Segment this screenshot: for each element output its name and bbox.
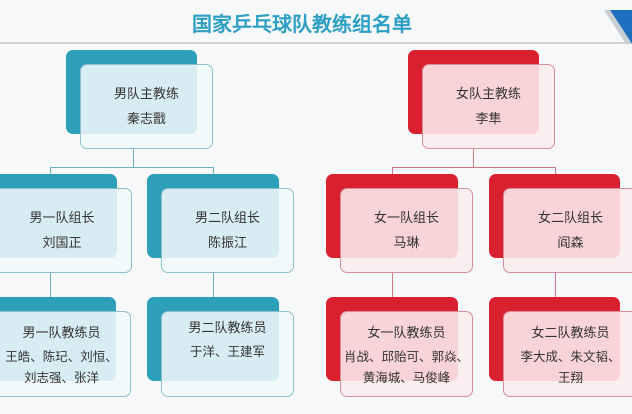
person-name: 刘国正 bbox=[42, 235, 82, 251]
role-label: 男二队教练员 bbox=[188, 321, 267, 336]
connector bbox=[392, 167, 393, 175]
role-label: 女一队组长 bbox=[373, 210, 439, 226]
role-label: 男二队组长 bbox=[194, 210, 260, 226]
role-label: 女一队教练员 bbox=[367, 325, 446, 341]
connector bbox=[555, 273, 556, 298]
connector bbox=[473, 149, 474, 168]
connector bbox=[213, 167, 214, 175]
person-name: 阎森 bbox=[557, 235, 584, 251]
coach-names: 黄海城、马俊峰 bbox=[362, 369, 451, 385]
coach-names: 王翔 bbox=[557, 369, 583, 385]
corner-decoration bbox=[604, 10, 632, 44]
connector bbox=[392, 167, 556, 168]
connector bbox=[133, 149, 134, 168]
role-label: 女二队组长 bbox=[537, 210, 603, 226]
person-name: 秦志戬 bbox=[126, 111, 166, 127]
coach-names: 刘志强、张洋 bbox=[23, 369, 99, 385]
connector bbox=[555, 167, 556, 175]
page-title: 国家乒乓球队教练组名单 bbox=[192, 12, 412, 36]
coach-names: 肖战、邱贻可、郭焱、 bbox=[343, 348, 469, 364]
connector bbox=[213, 273, 214, 298]
role-label: 男一队教练员 bbox=[22, 325, 101, 341]
coach-names: 王皓、陈玘、刘恒、 bbox=[5, 348, 118, 364]
role-label: 女队主教练 bbox=[455, 86, 521, 102]
connector bbox=[50, 167, 214, 168]
person-name: 陈振江 bbox=[207, 235, 247, 251]
coach-names: 于洋、王建军 bbox=[189, 344, 265, 359]
connector bbox=[392, 273, 393, 298]
title-divider bbox=[0, 42, 632, 44]
connector bbox=[50, 167, 51, 175]
role-label: 男队主教练 bbox=[113, 86, 179, 102]
role-label: 男一队组长 bbox=[29, 210, 95, 226]
coach-names: 李大成、朱文韬、 bbox=[520, 348, 621, 364]
role-label: 女二队教练员 bbox=[531, 325, 610, 341]
person-name: 马琳 bbox=[393, 235, 420, 251]
person-name: 李隼 bbox=[475, 111, 502, 127]
connector bbox=[50, 273, 51, 298]
